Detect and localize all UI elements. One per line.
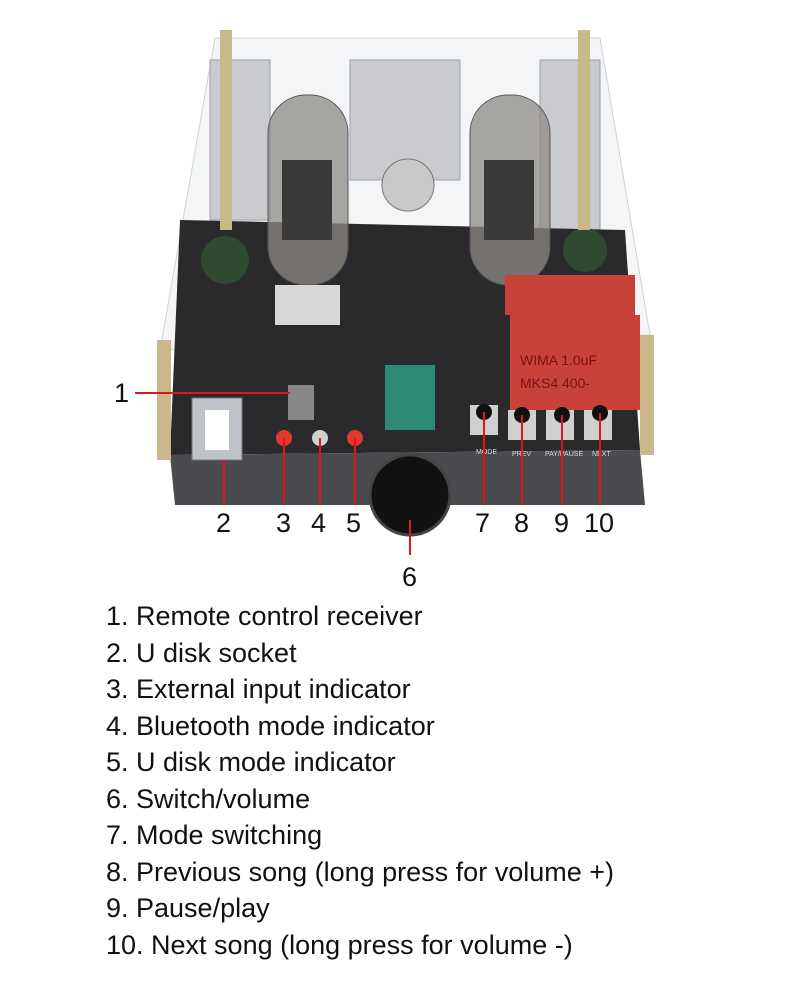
silk-pause: PAY/PAUSE: [545, 451, 583, 458]
silk-next: NEXT: [592, 451, 611, 458]
ir-receiver: [288, 385, 314, 420]
legend-item: 7. Mode switching: [106, 820, 323, 850]
legend-item: 2. U disk socket: [106, 637, 297, 668]
legend-item: 6. Switch/volume: [106, 783, 311, 814]
callout-10: 10: [584, 508, 614, 538]
callout-7: 7: [475, 508, 490, 538]
legend-item: 10. Next song (long press for volume -): [106, 929, 573, 960]
electrolytic-capacitor: [201, 236, 249, 284]
film-capacitor: [505, 275, 635, 315]
legend-item: 3. External input indicator: [106, 674, 411, 704]
potentiometer: [385, 365, 435, 430]
silk-mode: MODE: [476, 449, 497, 456]
legend-item: 9. Pause/play: [106, 893, 270, 923]
legend-item: 5. U disk mode indicator: [106, 747, 396, 777]
standoff-post: [157, 30, 654, 460]
usb-port-opening: [205, 410, 229, 450]
legend-item: 1. Remote control receiver: [106, 601, 423, 631]
callout-3: 3: [276, 508, 291, 538]
legend-item: 8. Previous song (long press for volume …: [106, 856, 614, 887]
capacitor-label: WIMA 1.0uF: [520, 352, 597, 368]
callout-5: 5: [346, 508, 361, 538]
legend-list: 1. Remote control receiver 2. U disk soc…: [106, 598, 614, 963]
callout-6: 6: [402, 562, 417, 592]
callout-2: 2: [216, 508, 231, 538]
product-photo: WIMA 1.0uF MKS4 400- MODE PREV PAY/PAUSE…: [114, 30, 654, 592]
film-capacitor: [510, 315, 640, 410]
electrolytic-capacitor: [381, 158, 435, 212]
legend-item: 4. Bluetooth mode indicator: [106, 710, 435, 741]
callout-4: 4: [311, 508, 326, 538]
vacuum-tube-right: [469, 94, 551, 286]
callout-9: 9: [554, 508, 569, 538]
vacuum-tube-left: [267, 94, 349, 325]
electrolytic-capacitor: [563, 228, 607, 272]
callout-lines: [135, 392, 601, 555]
callout-8: 8: [514, 508, 529, 538]
callout-1: 1: [114, 378, 129, 408]
capacitor-label: MKS4 400-: [520, 375, 590, 391]
